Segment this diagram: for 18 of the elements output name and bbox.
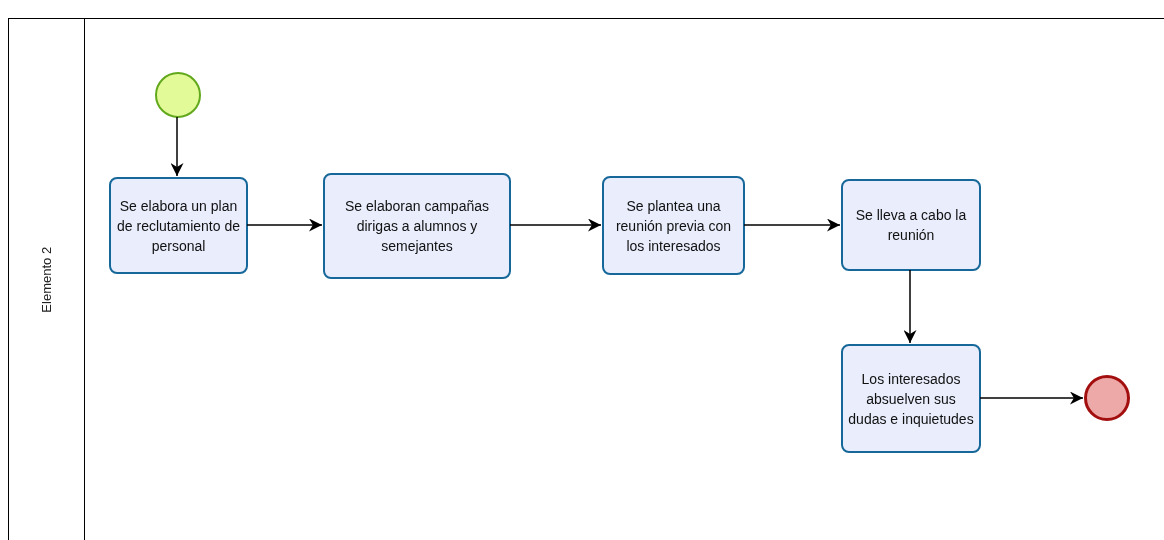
task-text: Se elabora un plan de reclutamiento de personal <box>116 196 241 256</box>
task-box <box>323 173 511 279</box>
task-text: Se plantea una reunión previa con los interesados <box>614 196 733 256</box>
task-box <box>841 344 981 453</box>
arrow <box>246 218 323 232</box>
task-box <box>841 179 981 271</box>
arrow <box>509 218 602 232</box>
swimlane <box>8 18 1164 540</box>
task-box <box>109 177 248 274</box>
arrow <box>903 269 917 344</box>
task-text: Se lleva a cabo la reunión <box>854 206 968 245</box>
arrow <box>743 218 841 232</box>
arrow <box>170 116 184 177</box>
arrow <box>979 391 1084 405</box>
task-text: Los interesados absuelven sus dudas e inquietudes <box>847 369 975 429</box>
lane-label: Elemento 2 <box>37 246 55 313</box>
task-text: Se elaboran campañas dirigas a alumnos y semejantes <box>344 197 490 256</box>
task-box <box>602 176 745 275</box>
